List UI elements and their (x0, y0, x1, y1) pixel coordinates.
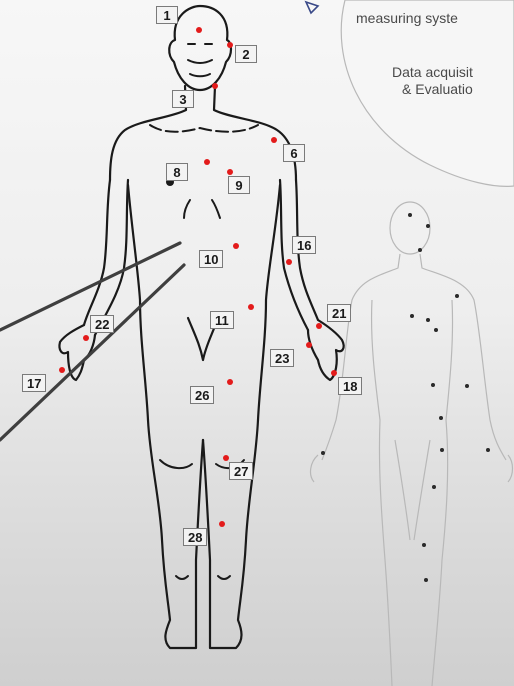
sensor-6 (271, 137, 277, 143)
sensor-8 (204, 159, 210, 165)
sensor-27 (223, 455, 229, 461)
callout-text-acquisition: Data acquisit (392, 64, 473, 81)
sensor-21 (316, 323, 322, 329)
label-1: 1 (156, 6, 178, 24)
sensor-2 (227, 42, 233, 48)
figure-details (150, 44, 258, 579)
sensor-10 (233, 243, 239, 249)
sensor-11 (248, 304, 254, 310)
sensor-23 (306, 342, 312, 348)
label-8: 8 (166, 163, 188, 181)
label-2: 2 (235, 45, 257, 63)
sensor-28 (219, 521, 225, 527)
sensor-18 (331, 370, 337, 376)
label-10: 10 (199, 250, 223, 268)
triangle-arrow-icon (304, 0, 320, 16)
sensor-22 (83, 335, 89, 341)
sensor-9 (227, 169, 233, 175)
label-6: 6 (283, 144, 305, 162)
label-11: 11 (210, 311, 234, 329)
label-23: 23 (270, 349, 294, 367)
sensor-17 (59, 367, 65, 373)
sensor-1 (196, 27, 202, 33)
label-18: 18 (338, 377, 362, 395)
label-16: 16 (292, 236, 316, 254)
label-3: 3 (172, 90, 194, 108)
label-9: 9 (228, 176, 250, 194)
pointer-lines (0, 243, 184, 440)
label-26: 26 (190, 386, 214, 404)
callout-text-system: measuring syste (356, 10, 458, 27)
label-27: 27 (229, 462, 253, 480)
label-21: 21 (327, 304, 351, 322)
ghost-figure (311, 202, 513, 686)
sensor-16 (286, 259, 292, 265)
sensor-26 (227, 379, 233, 385)
label-28: 28 (183, 528, 207, 546)
label-22: 22 (90, 315, 114, 333)
callout-text-evaluation: & Evaluatio (402, 81, 473, 98)
label-17: 17 (22, 374, 46, 392)
ghost-sensor-dots (321, 213, 490, 582)
sensor-3 (212, 83, 218, 89)
